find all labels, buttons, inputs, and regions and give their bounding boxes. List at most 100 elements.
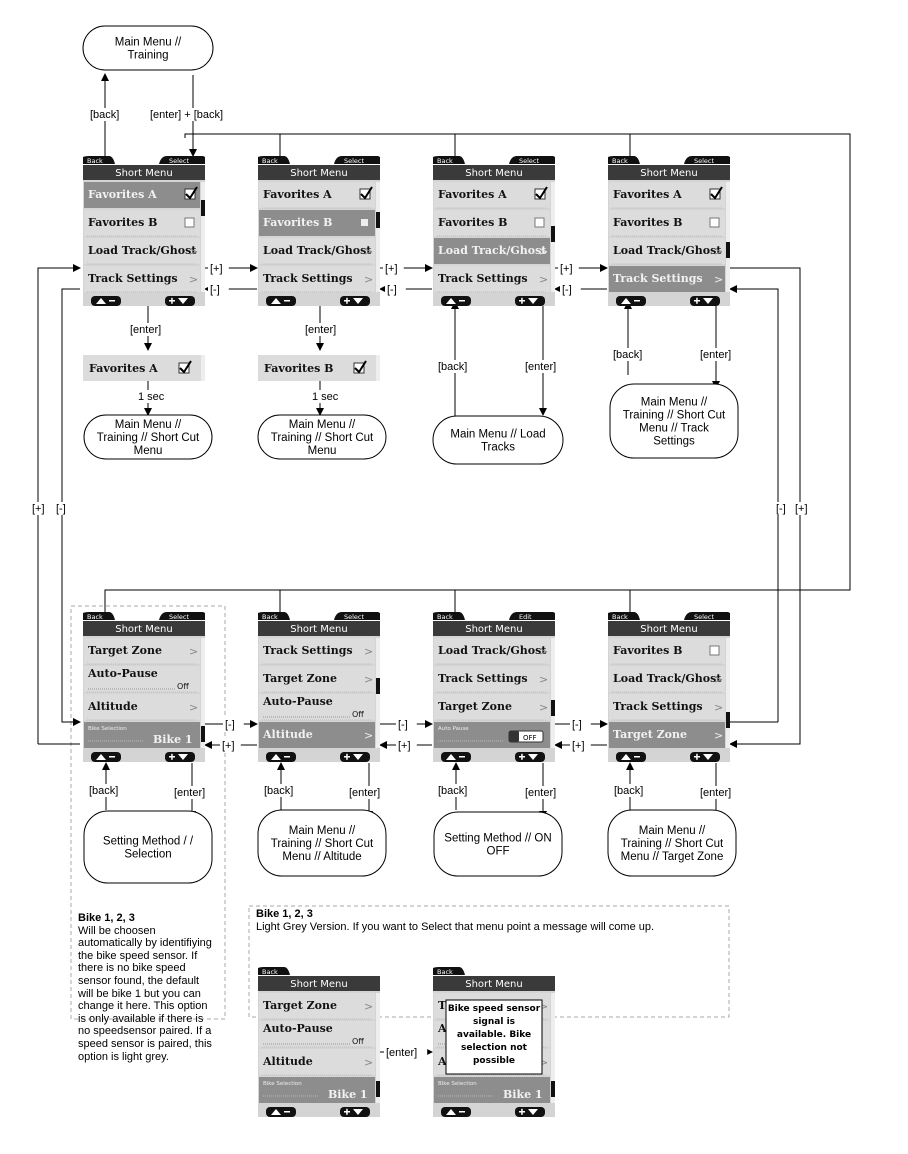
chevron-right-icon: > <box>189 645 198 658</box>
label-bg <box>436 360 474 373</box>
menu-item-label: Load Track/Ghost <box>438 244 547 257</box>
chevron-right-icon: > <box>539 673 548 686</box>
up-minus-button <box>616 752 646 762</box>
scrollbar-thumb <box>376 212 380 228</box>
up-minus-button <box>266 752 296 762</box>
chevron-right-icon: > <box>539 245 548 258</box>
note-bottom: Bike 1, 2, 3 Light Grey Version. If you … <box>256 908 716 933</box>
bottom-bar <box>258 295 380 306</box>
minus-icon <box>284 1111 290 1113</box>
menu-item <box>434 182 550 208</box>
menu-item <box>434 1077 550 1103</box>
minus-icon <box>109 756 115 758</box>
scrollbar-thumb <box>201 200 205 216</box>
menu-item-label: Favorites B <box>263 216 332 229</box>
triangle-down-icon <box>528 298 538 304</box>
back-label: Back <box>262 157 278 165</box>
scrollbar-thumb <box>551 700 555 716</box>
label-enter: [enter] <box>525 787 556 799</box>
label-bg <box>30 502 51 515</box>
label-back: [back] <box>89 785 118 797</box>
label-bg <box>436 784 474 797</box>
softkey-bar <box>258 156 380 164</box>
mini-item-label: Favorites B <box>264 362 333 375</box>
label-minus: [-] <box>572 719 582 731</box>
menu-item-label: Load Track/Ghost <box>613 244 722 257</box>
menu-item-label: Track Settings <box>263 644 353 657</box>
chevron-right-icon: > <box>364 1000 373 1013</box>
screen-title: Short Menu <box>290 624 347 635</box>
label-plus: [+] <box>32 503 45 515</box>
label-bg <box>220 739 241 752</box>
checkmark-icon <box>710 186 723 200</box>
triangle-up-icon <box>446 1109 456 1115</box>
connector-line <box>104 133 851 612</box>
plus-icon-v <box>171 297 173 304</box>
chevron-right-icon: > <box>189 245 198 258</box>
up-minus-button <box>441 296 471 306</box>
checkmark-icon <box>179 360 192 374</box>
softkey-bar <box>433 612 555 620</box>
plus-icon-v <box>696 297 698 304</box>
menu-item-label: Auto-Pause <box>262 695 333 708</box>
select-key <box>684 156 730 164</box>
menu-item <box>259 993 375 1019</box>
menu-item-label: Favorites A <box>438 188 507 201</box>
plus-icon-v <box>171 753 173 760</box>
label-plus: [+] <box>795 503 808 515</box>
chevron-right-icon: > <box>364 673 373 686</box>
menu-item-label: Favorites B <box>88 216 157 229</box>
bottom-bar <box>608 751 730 762</box>
back-label: Back <box>437 613 453 621</box>
label-bg <box>612 784 650 797</box>
node-on-off <box>433 811 563 877</box>
softkey-bar <box>83 156 205 164</box>
softkey-bar <box>258 612 380 620</box>
scrollbar-thumb <box>551 226 555 242</box>
chevron-right-icon: > <box>364 245 373 258</box>
softkey-bar <box>433 156 555 164</box>
node-main-menu-training-text: Main Menu //Training <box>115 37 182 62</box>
node-altitude <box>257 809 387 877</box>
label-minus: [-] <box>387 284 397 296</box>
menu-item <box>259 638 375 664</box>
minus-icon <box>284 756 290 758</box>
menu-item-label: Track Settings <box>438 672 528 685</box>
menu-item <box>434 638 550 664</box>
up-minus-button <box>616 296 646 306</box>
bike-value: Bike 1 <box>153 733 193 746</box>
menu-item <box>84 210 200 236</box>
select-label: Select <box>169 157 190 165</box>
back-key <box>608 156 640 164</box>
checkbox-filled-icon <box>361 219 368 226</box>
softkey-bar <box>83 612 205 620</box>
label-bg <box>172 786 216 799</box>
select-label: Select <box>519 157 540 165</box>
node-target-zone <box>607 809 737 877</box>
triangle-down-icon <box>178 298 188 304</box>
menu-item <box>609 182 725 208</box>
triangle-up-icon <box>271 298 281 304</box>
menu-item <box>259 1049 375 1075</box>
select-key <box>509 612 555 620</box>
menu-item <box>609 266 725 292</box>
chevron-right-icon: > <box>714 701 723 714</box>
scrollbar-track <box>201 182 205 292</box>
triangle-up-icon <box>446 754 456 760</box>
label-minus: [-] <box>398 719 408 731</box>
plus-icon-v <box>346 297 348 304</box>
bottom-bar <box>258 1106 380 1117</box>
label-bg <box>698 348 742 361</box>
menu-item-label: Favorites B <box>613 216 682 229</box>
menu-item-label: Altitude <box>262 728 313 741</box>
label-bg <box>303 323 347 336</box>
label-bg <box>384 1046 428 1059</box>
minus-icon <box>459 1111 465 1113</box>
label-enter-back: [enter] + [back] <box>150 109 223 121</box>
label-bg <box>385 283 406 296</box>
mini-scroll <box>376 355 380 381</box>
label-plus: [+] <box>398 740 411 752</box>
menu-item <box>84 266 200 292</box>
